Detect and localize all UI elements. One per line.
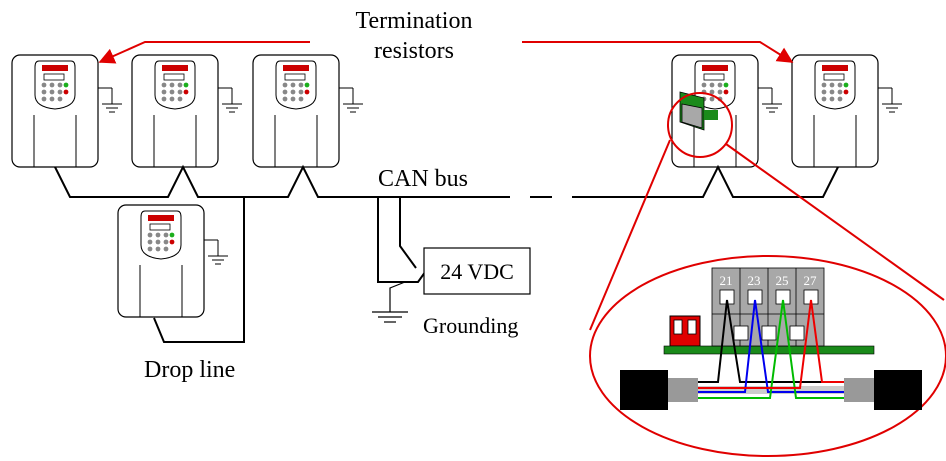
ground-icon: [339, 87, 364, 113]
zoom-callout: [589, 92, 946, 457]
pcb-board: [663, 345, 875, 355]
drive-5: [791, 54, 903, 168]
can-bus-label: CAN bus: [378, 166, 468, 192]
ground-icon: [98, 87, 123, 113]
drive-4: [671, 54, 783, 168]
power-ground-wire: [372, 281, 408, 323]
terminal-inset-icon: [679, 91, 718, 131]
ground-icon: [204, 239, 229, 265]
cable-right: [844, 370, 922, 410]
drop-line-label: Drop line: [144, 357, 235, 383]
grounding-label: Grounding: [423, 313, 518, 338]
power-supply-label: 24 VDC: [440, 259, 514, 284]
terminal-number: 23: [748, 273, 761, 288]
terminal-block: 21 23 25 27: [711, 267, 825, 347]
termination-label-line2: resistors: [374, 38, 454, 64]
termination-arrow-right: [522, 41, 794, 63]
drive-2: [131, 54, 243, 168]
termination-label-line1: Termination: [356, 8, 473, 34]
terminal-number: 25: [776, 273, 789, 288]
ground-icon: [218, 87, 243, 113]
terminal-number: 27: [804, 273, 818, 288]
terminal-detail: 21 23 25 27: [620, 267, 922, 410]
cable-left: [620, 370, 698, 410]
ground-icon: [758, 87, 783, 113]
termination-arrow-left: [98, 41, 310, 64]
drive-1: [11, 54, 123, 168]
ground-icon: [878, 87, 903, 113]
drive-3: [252, 54, 364, 168]
wires: [698, 299, 844, 399]
terminal-number: 21: [720, 273, 733, 288]
can-bus-line: [54, 164, 839, 343]
power-supply-box: [423, 247, 531, 295]
drive-drop: [117, 204, 229, 318]
